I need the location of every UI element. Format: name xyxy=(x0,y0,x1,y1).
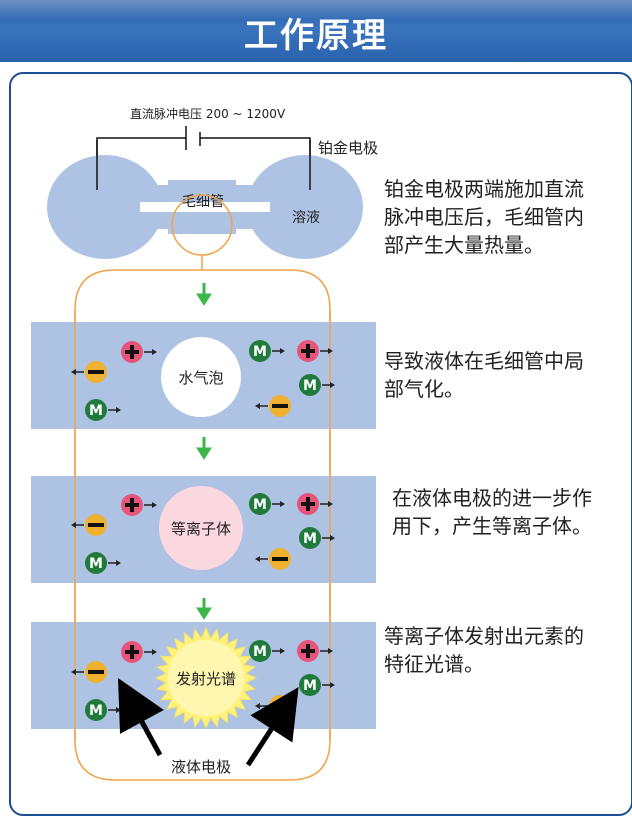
molecule-letter: M xyxy=(303,678,317,694)
desc-2-line-1: 导致液体在毛细管中局 xyxy=(384,349,584,373)
motion-arrow-head xyxy=(152,349,157,355)
motion-arrow-head xyxy=(280,348,285,354)
molecule-icon xyxy=(299,674,321,696)
motion-arrow-head xyxy=(280,648,285,654)
motion-arrow-head xyxy=(330,682,335,688)
particles: M M M M M M M M M xyxy=(71,340,335,721)
emission-core xyxy=(168,640,244,716)
motion-arrow-head xyxy=(328,501,333,507)
solution-label: 溶液 xyxy=(292,210,320,226)
cation-bar-v xyxy=(130,345,134,359)
molecule-letter: M xyxy=(303,378,317,394)
page-title: 工作原理 xyxy=(244,16,388,56)
molecule-letter: M xyxy=(89,556,103,572)
molecule-letter: M xyxy=(253,644,267,660)
plasma-ball xyxy=(159,486,243,570)
capillary-cell xyxy=(47,155,363,259)
plasma-label: 等离子体 xyxy=(171,520,231,538)
motion-arrow-head xyxy=(330,535,335,541)
spectrum-label: 发射光谱 xyxy=(176,670,236,688)
motion-arrow-head xyxy=(328,348,333,354)
molecule-icon xyxy=(85,399,107,421)
motion-arrow-head xyxy=(116,560,121,566)
liquid-electrode-label: 液体电极 xyxy=(171,758,231,776)
water-bubble xyxy=(161,337,241,417)
voltage-label: 直流脉冲电压 200 ~ 1200V xyxy=(130,106,286,121)
description-3: 在液体电极的进一步作 用下，产生等离子体。 xyxy=(392,486,592,538)
cation-bar-v xyxy=(306,497,310,511)
cation-bar-v xyxy=(306,644,310,658)
desc-1-line-2: 脉冲电压后，毛细管内 xyxy=(384,205,584,229)
anion-bar xyxy=(272,404,288,408)
zoom-outline xyxy=(74,269,331,781)
motion-arrow-head xyxy=(71,669,76,675)
motion-arrow-head xyxy=(152,649,157,655)
electrode-arrow-right xyxy=(245,687,299,767)
motion-arrow-head xyxy=(116,407,121,413)
motion-arrow-head xyxy=(280,501,285,507)
motion-arrow-head xyxy=(71,369,76,375)
bubble-label: 水气泡 xyxy=(178,369,223,387)
description-1: 铂金电极两端施加直流 脉冲电压后，毛细管内 部产生大量热量。 xyxy=(384,177,584,257)
capillary-label: 毛细管 xyxy=(182,194,224,210)
header-shine xyxy=(0,0,632,20)
desc-1-line-3: 部产生大量热量。 xyxy=(384,233,544,257)
desc-2-line-2: 部气化。 xyxy=(384,377,464,401)
motion-arrow-head xyxy=(71,522,76,528)
desc-4-line-1: 等离子体发射出元素的 xyxy=(384,624,584,648)
electrode-label: 铂金电极 xyxy=(318,139,378,157)
desc-4-line-2: 特征光谱。 xyxy=(384,652,484,676)
desc-1-line-1: 铂金电极两端施加直流 xyxy=(384,177,584,201)
molecule-icon xyxy=(85,552,107,574)
motion-arrow-head xyxy=(255,403,260,409)
molecule-icon xyxy=(249,493,271,515)
molecule-icon xyxy=(249,340,271,362)
cation-bar-v xyxy=(130,645,134,659)
motion-arrow-head xyxy=(152,502,157,508)
anion-bar xyxy=(88,670,104,674)
anion-bar xyxy=(272,557,288,561)
green-arrows xyxy=(196,283,212,620)
molecule-letter: M xyxy=(89,403,103,419)
desc-3-line-2: 用下，产生等离子体。 xyxy=(392,514,592,538)
molecule-icon xyxy=(249,640,271,662)
motion-arrow-head xyxy=(330,382,335,388)
molecule-icon xyxy=(85,699,107,721)
anion-bar xyxy=(88,370,104,374)
desc-3-line-1: 在液体电极的进一步作 xyxy=(392,486,592,510)
header-bar: 工作原理 xyxy=(0,0,632,62)
electrode-arrow-left xyxy=(118,678,164,757)
cation-bar-v xyxy=(306,344,310,358)
working-principle-diagram: 直流脉冲电压 200 ~ 1200V 铂金电极 毛细管 溶液 水气泡 等离子体 … xyxy=(31,106,592,781)
anion-bar xyxy=(272,704,288,708)
molecule-icon xyxy=(299,527,321,549)
motion-arrow-head xyxy=(255,556,260,562)
anion-bar xyxy=(88,523,104,527)
molecule-letter: M xyxy=(303,531,317,547)
cation-bar-v xyxy=(130,498,134,512)
description-2: 导致液体在毛细管中局 部气化。 xyxy=(384,349,584,401)
description-4: 等离子体发射出元素的 特征光谱。 xyxy=(384,624,584,676)
molecule-icon xyxy=(299,374,321,396)
motion-arrow-head xyxy=(328,648,333,654)
molecule-letter: M xyxy=(253,497,267,513)
molecule-letter: M xyxy=(89,703,103,719)
molecule-letter: M xyxy=(253,344,267,360)
